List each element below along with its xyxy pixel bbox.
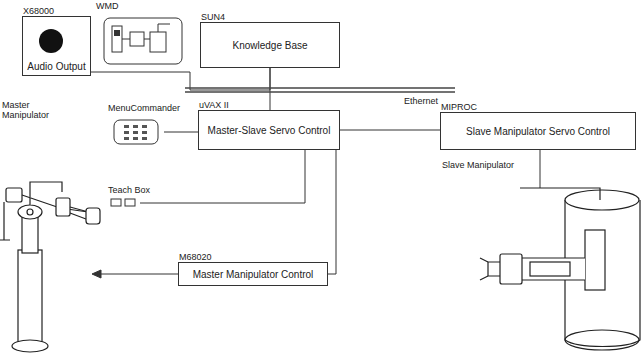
device-name: MenuCommander <box>108 103 180 113</box>
connector <box>270 68 271 110</box>
box-label: Slave Manipulator Servo Control <box>466 126 610 137</box>
device-name: SUN4 <box>201 12 225 22</box>
part-label: Ethernet <box>404 96 438 106</box>
slave-manipulator-drawing <box>480 188 640 350</box>
part-label: Slave Manipulator <box>442 160 514 170</box>
device-icon <box>108 196 140 210</box>
box-label: Master-Slave Servo Control <box>208 125 331 136</box>
connector <box>340 130 440 131</box>
box-label: Knowledge Base <box>232 40 307 51</box>
device-name: Teach Box <box>108 185 150 195</box>
system-box: M68020Master Manipulator Control <box>178 262 328 286</box>
system-box: Teach Box <box>108 196 140 210</box>
device-icon <box>108 114 164 150</box>
system-box: MenuCommander <box>108 114 164 150</box>
slave-wire <box>540 150 541 188</box>
device-name: uVAX II <box>199 100 229 110</box>
device-name: MIPROC <box>441 102 477 112</box>
system-box: WMD <box>96 12 190 70</box>
box-label: Master Manipulator Control <box>193 269 314 280</box>
device-name: M68020 <box>179 252 212 262</box>
connector <box>91 68 270 90</box>
system-box: X68000Audio Output <box>22 16 91 76</box>
system-box: SUN4Knowledge Base <box>200 22 340 68</box>
part-label: Master Manipulator <box>2 100 62 121</box>
ethernet-bus <box>185 88 455 92</box>
device-icon <box>96 12 190 70</box>
box-label: Audio Output <box>27 61 85 72</box>
master-manipulator-drawing <box>0 182 100 352</box>
device-name: WMD <box>96 1 119 11</box>
device-name: X68000 <box>23 6 54 16</box>
connector <box>140 150 305 203</box>
connector <box>164 132 198 133</box>
system-box: MIPROCSlave Manipulator Servo Control <box>440 112 636 150</box>
system-box: uVAX IIMaster-Slave Servo Control <box>198 110 340 150</box>
control-arrow <box>92 270 178 278</box>
connector <box>328 150 336 274</box>
